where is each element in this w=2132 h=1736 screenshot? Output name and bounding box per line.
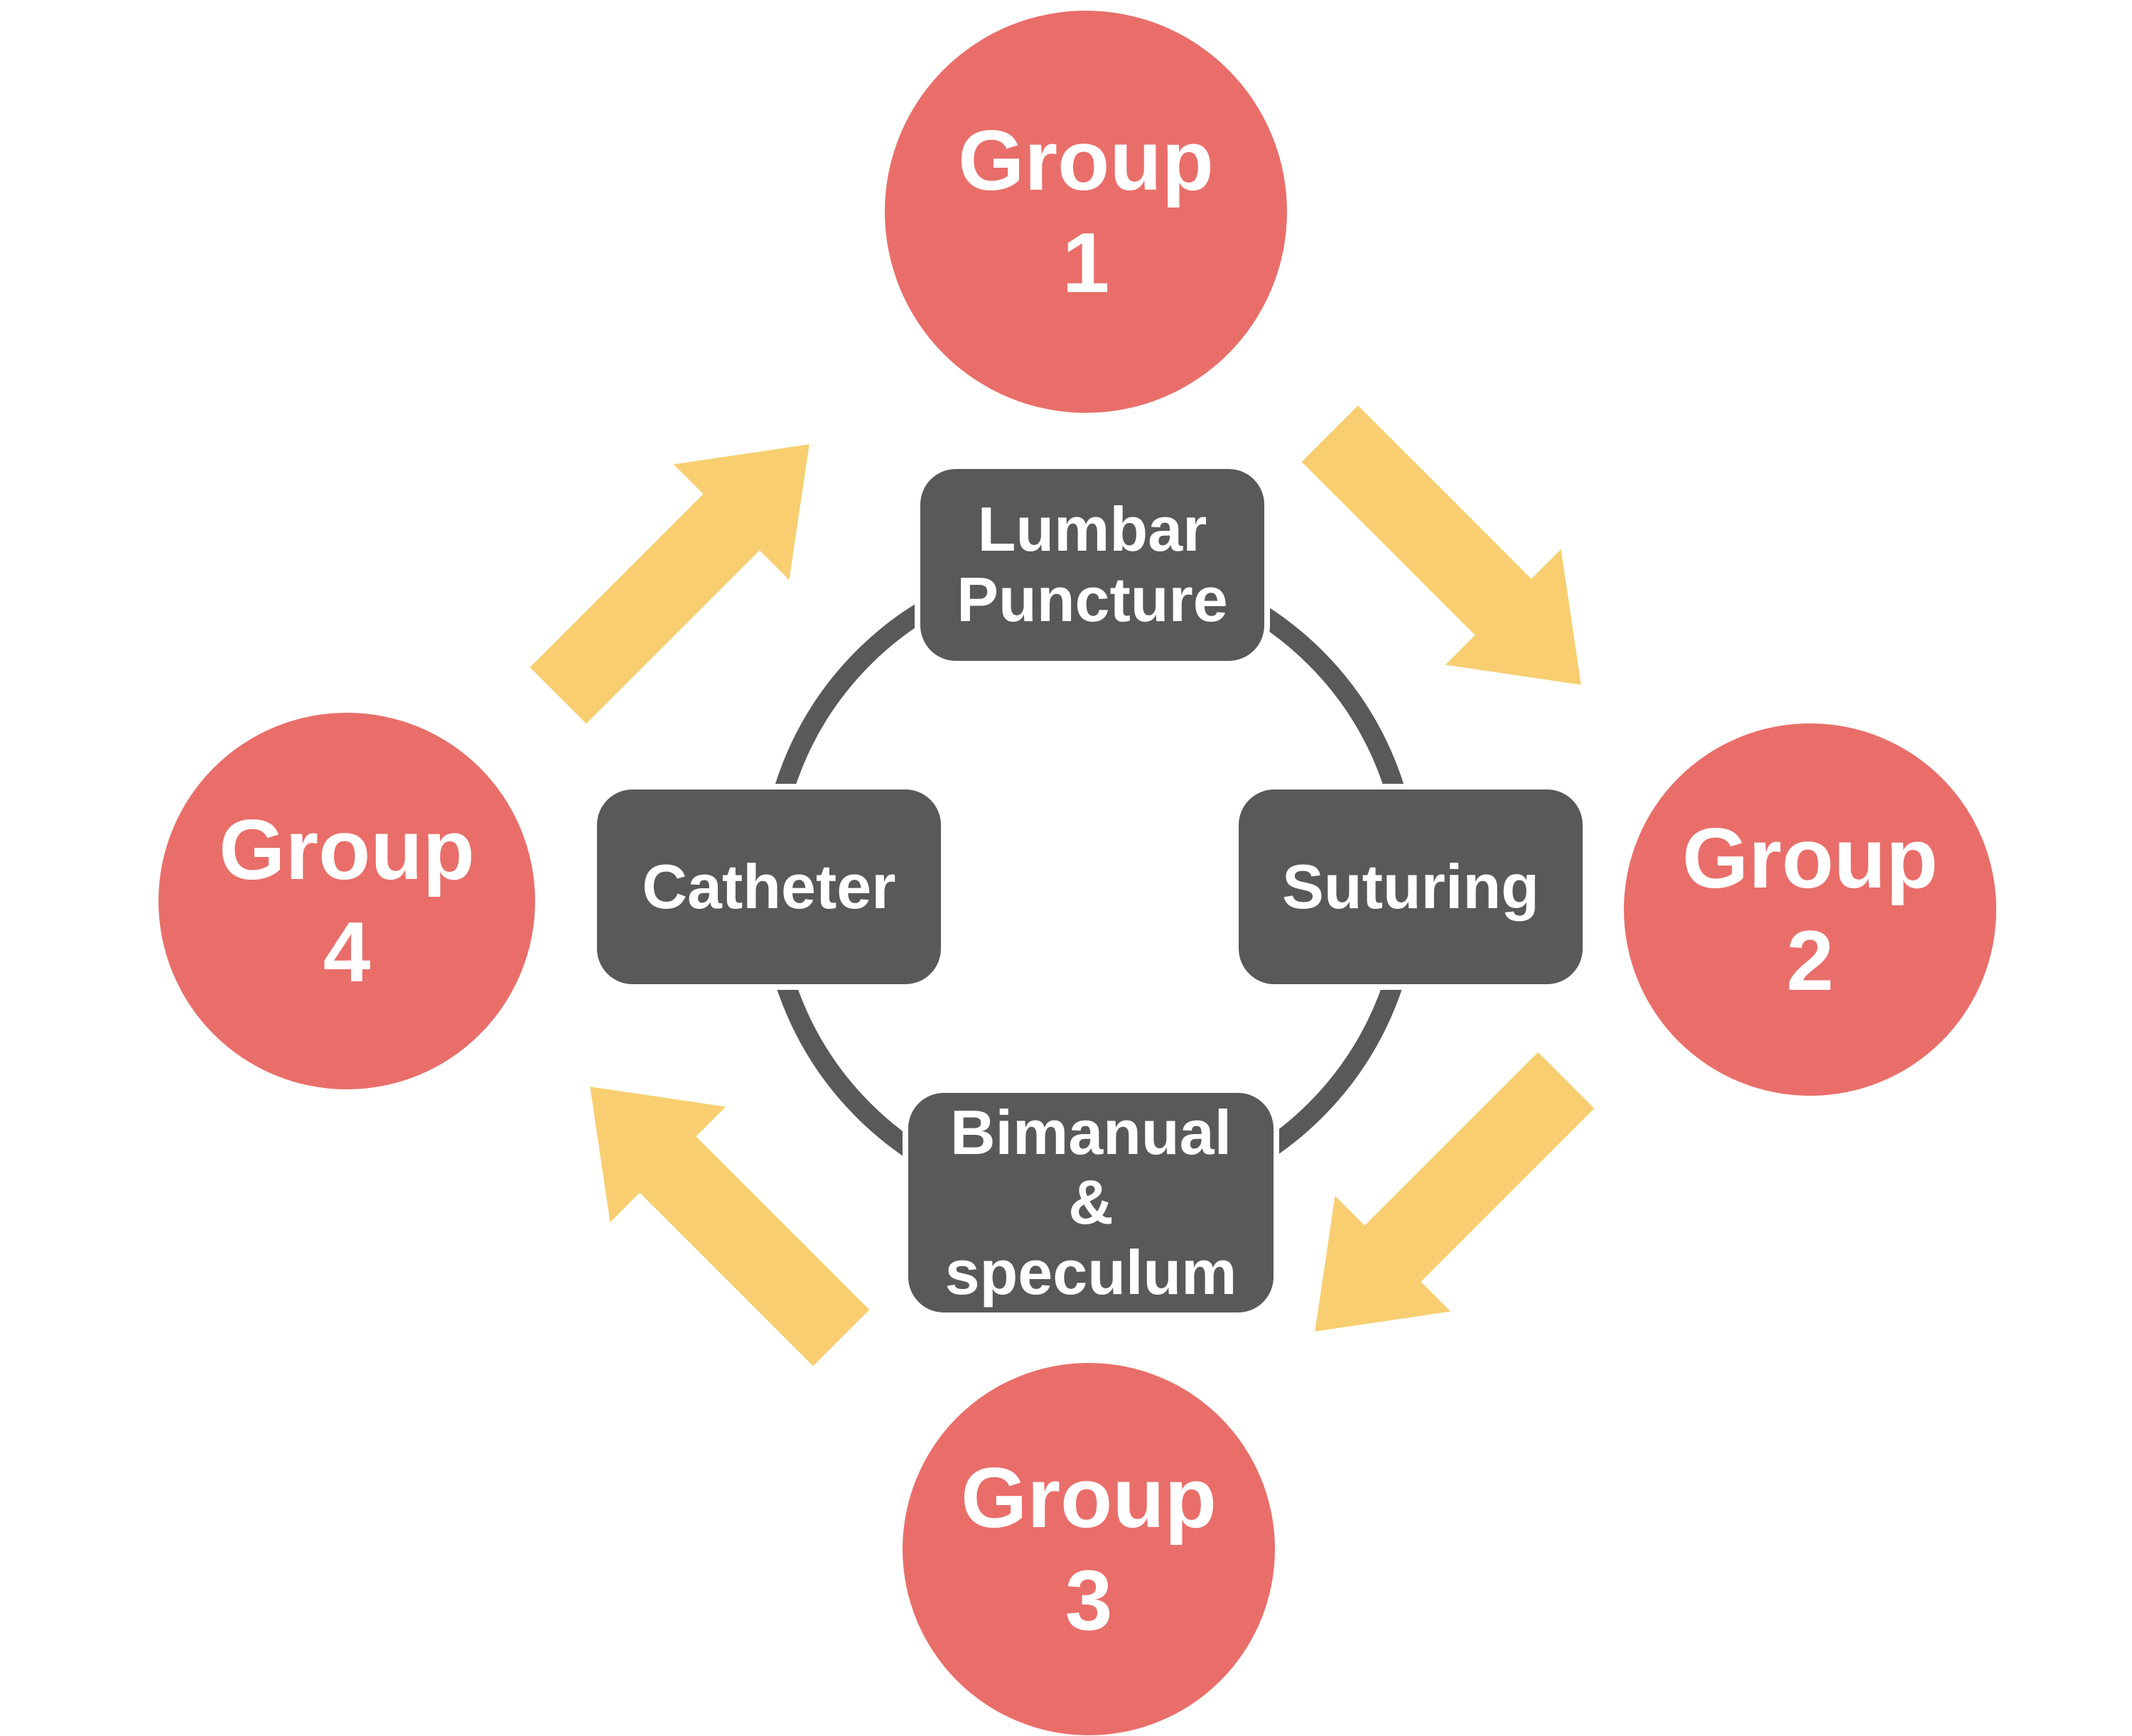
arrow-down-left-icon — [1315, 1052, 1595, 1332]
group-4-label-line1: Group — [219, 802, 475, 897]
arrow-down-right-icon — [1301, 405, 1581, 685]
group-1-circle: Group 1 — [885, 11, 1287, 413]
station-catheter: Catheter — [591, 784, 947, 990]
group-4-label: Group 4 — [219, 799, 475, 1003]
group-2-label-line2: 2 — [1786, 913, 1834, 1008]
station-bimanual-label-line2: & — [1068, 1167, 1114, 1238]
station-lumbar-puncture: Lumbar Puncture — [915, 463, 1270, 667]
station-lumbar-puncture-label-line2: Puncture — [957, 564, 1228, 635]
station-bimanual-label-line1: Bimanual — [949, 1096, 1232, 1168]
arrow-up-right-icon — [529, 444, 809, 724]
group-3-label: Group 3 — [961, 1447, 1217, 1651]
arrow-up-left-icon — [590, 1087, 870, 1366]
station-suturing-label: Suturing — [1282, 851, 1539, 922]
station-suturing: Suturing — [1233, 784, 1588, 990]
group-3-label-line1: Group — [961, 1450, 1217, 1546]
group-1-label: Group 1 — [958, 109, 1214, 314]
group-3-label-line2: 3 — [1065, 1553, 1113, 1648]
station-lumbar-puncture-label-line1: Lumbar — [977, 494, 1207, 565]
group-4-label-line2: 4 — [323, 905, 371, 1000]
group-1-label-line1: Group — [958, 113, 1214, 208]
group-4-circle: Group 4 — [158, 713, 535, 1089]
station-bimanual-label-line3: speculum — [944, 1236, 1237, 1308]
group-1-label-line2: 1 — [1062, 215, 1110, 311]
group-3-circle: Group 3 — [903, 1363, 1275, 1735]
group-2-label: Group 2 — [1682, 807, 1938, 1012]
group-2-label-line1: Group — [1682, 811, 1938, 906]
group-2-circle: Group 2 — [1624, 723, 1996, 1096]
station-bimanual-speculum: Bimanual & speculum — [903, 1087, 1279, 1318]
station-catheter-label: Catheter — [642, 851, 896, 922]
